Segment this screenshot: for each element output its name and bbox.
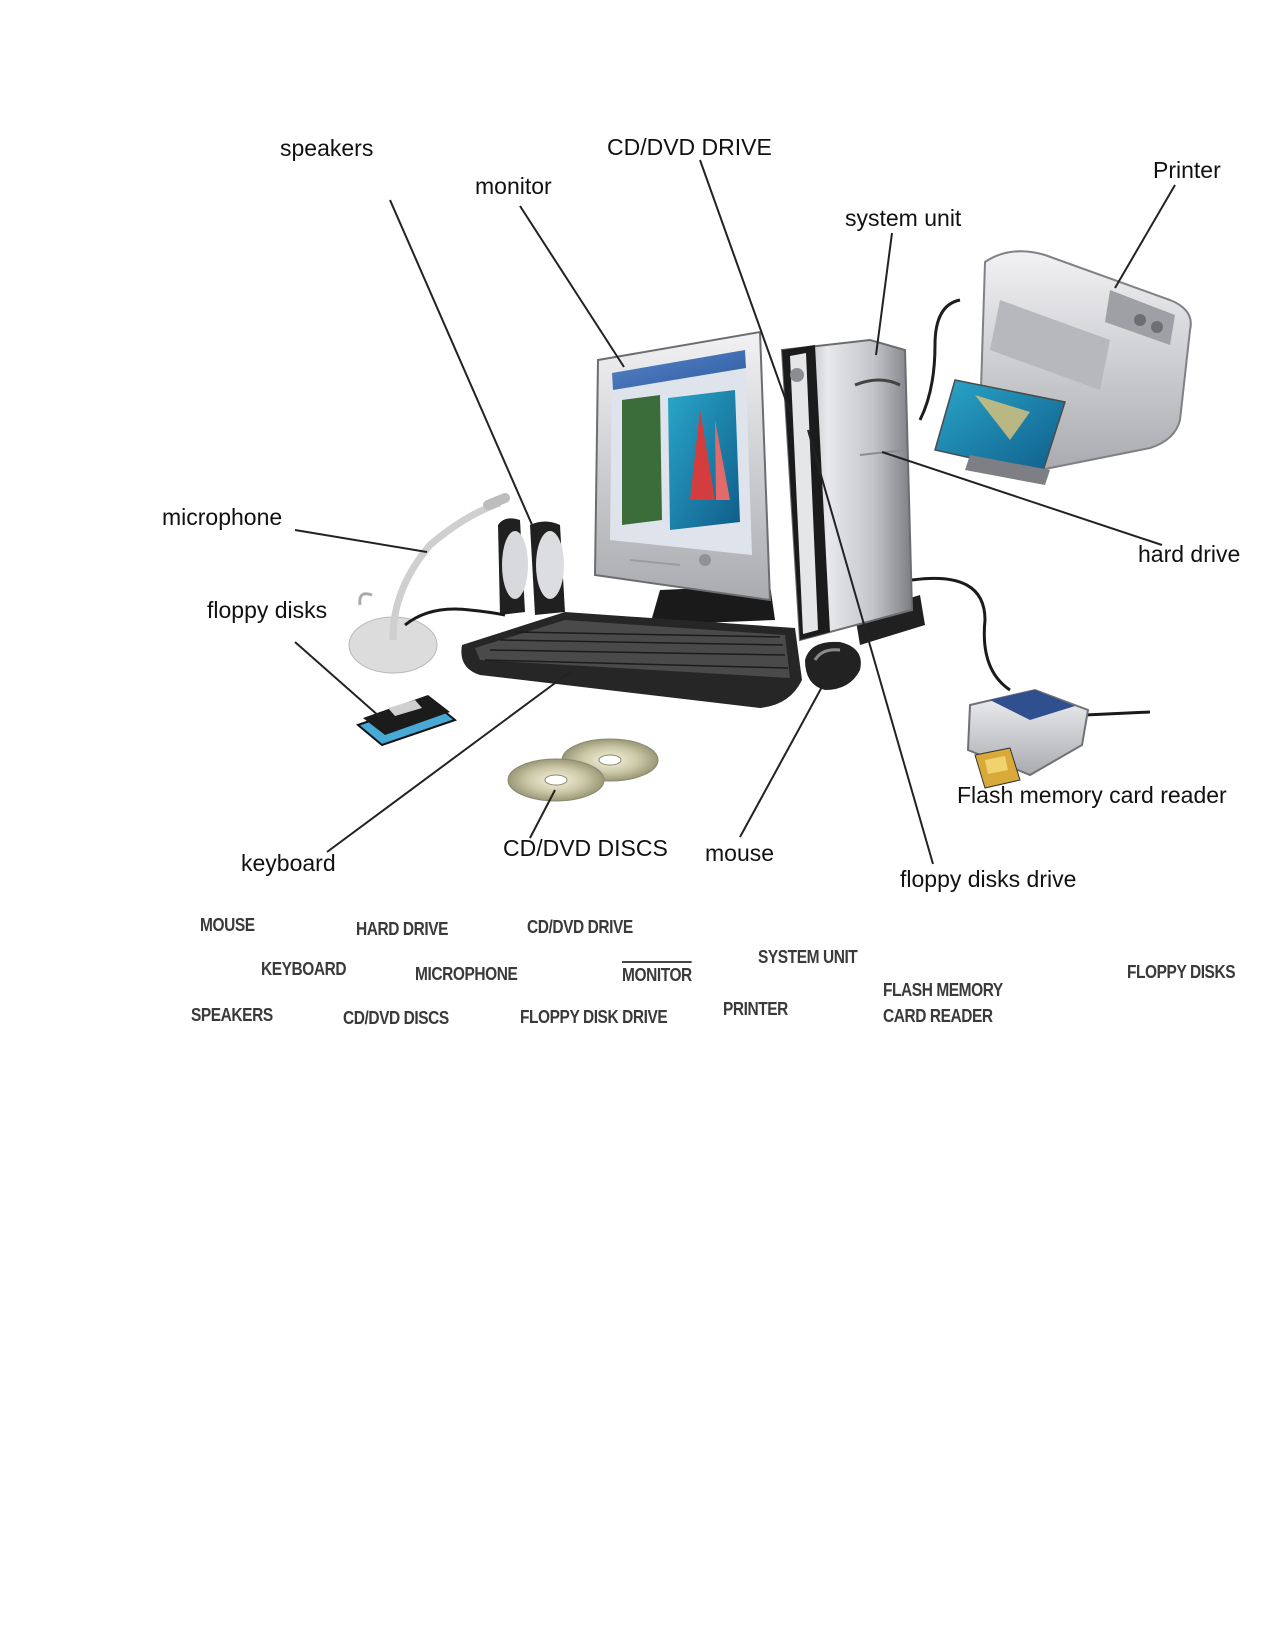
word-bank-cd-dvd-drive: CD/DVD DRIVE	[527, 917, 633, 937]
label-flash-memory-card-reader: Flash memory card reader	[957, 782, 1227, 808]
label-speakers: speakers	[280, 135, 374, 161]
word-bank-keyboard: KEYBOARD	[261, 959, 347, 979]
label-monitor: monitor	[475, 173, 552, 199]
label-system-unit: system unit	[845, 205, 962, 231]
cd-dvd-discs-illustration	[507, 738, 659, 802]
printer-illustration	[918, 250, 1192, 485]
label-hard-drive: hard drive	[1138, 541, 1241, 567]
monitor-illustration	[593, 330, 775, 625]
label-mouse: mouse	[705, 840, 775, 866]
word-bank-flash-line2: CARD READER	[883, 1006, 993, 1026]
word-bank-system-unit: SYSTEM UNIT	[758, 947, 858, 967]
word-bank-mouse: MOUSE	[200, 915, 255, 935]
word-bank-speakers: SPEAKERS	[191, 1005, 273, 1025]
word-bank-microphone: MICROPHONE	[415, 964, 518, 984]
word-bank-flash-line1: FLASH MEMORY	[883, 980, 1003, 1000]
label-cd-dvd-discs: CD/DVD DISCS	[503, 835, 668, 861]
label-microphone: microphone	[162, 504, 283, 530]
cables	[404, 576, 1151, 717]
label-keyboard: keyboard	[241, 850, 336, 876]
word-bank-flash-memory-card-reader: FLASH MEMORY CARD READER	[883, 977, 1003, 1029]
label-cd-dvd-drive: CD/DVD DRIVE	[607, 134, 772, 160]
floppy-disks-illustration	[356, 695, 458, 747]
word-bank-hard-drive: HARD DRIVE	[356, 919, 449, 939]
word-bank-monitor: MONITOR	[622, 961, 692, 987]
word-bank-floppy-disks: FLOPPY DISKS	[1127, 962, 1236, 982]
label-printer: Printer	[1153, 157, 1221, 183]
system-unit-illustration	[780, 338, 925, 645]
microphone-illustration	[348, 493, 510, 674]
label-floppy-disks-drive: floppy disks drive	[900, 866, 1077, 892]
word-bank-floppy-disk-drive: FLOPPY DISK DRIVE	[520, 1007, 668, 1027]
label-floppy-disks: floppy disks	[207, 597, 328, 623]
word-bank-printer: PRINTER	[723, 999, 788, 1019]
leader-lines	[294, 159, 1176, 865]
speakers-illustration	[498, 518, 565, 615]
flash-memory-card-reader-illustration	[966, 688, 1090, 789]
word-bank-cd-dvd-discs: CD/DVD DISCS	[343, 1008, 449, 1028]
keyboard-illustration	[461, 612, 802, 708]
